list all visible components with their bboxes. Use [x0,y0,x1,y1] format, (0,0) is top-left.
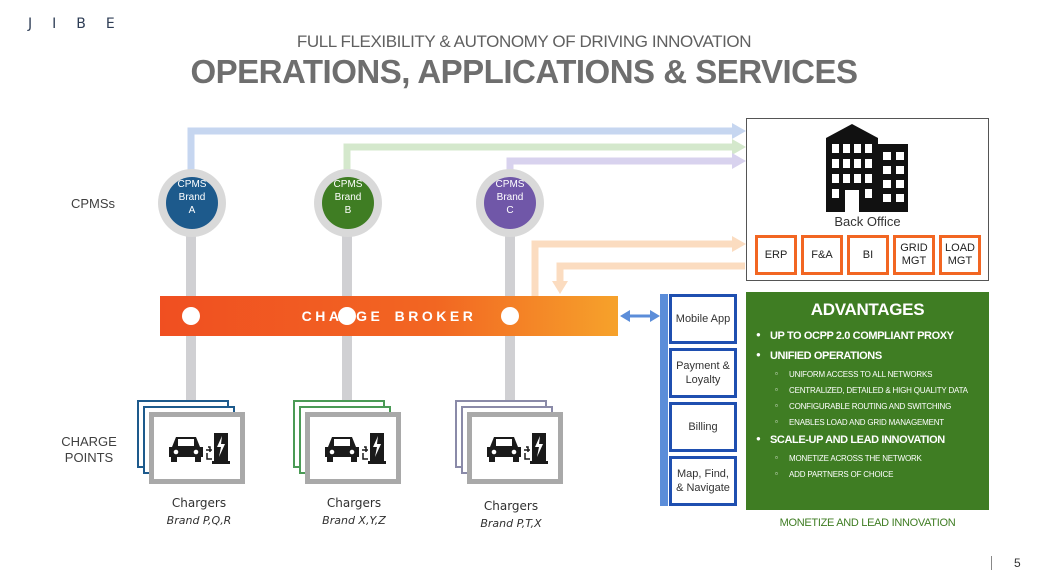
advantage-sub-item: ADD PARTNERS OF CHOICE [775,469,893,479]
charge-broker-bar[interactable] [160,296,618,336]
module-erp[interactable]: ERP [755,235,797,275]
cpms-a-to-backoffice-flow [187,127,734,172]
broker-apps-double-arrow [620,310,660,322]
charger-stack-b[interactable] [293,400,408,490]
arrowhead-green [732,139,746,155]
arrowhead-orange-in [732,236,746,252]
arrowhead-blue [732,123,746,139]
advantages-title: ADVANTAGES [810,300,925,319]
advantage-sub-item: CENTRALIZED, DETAILED & HIGH QUALITY DAT… [775,385,968,395]
charger-name: Chargers [483,499,539,513]
advantage-bullet-scale: SCALE-UP AND LEAD INNOVATION [756,434,945,446]
module-load-mgt[interactable]: LOAD MGT [939,235,981,275]
broker-to-backoffice-flow [531,240,734,296]
charge-points-label-line2: POINTS [64,450,114,465]
cpms-brand-a: CPMS Brand A [166,177,218,229]
charger-name: Chargers [326,496,382,510]
advantage-sub-item: ENABLES LOAD AND GRID MANAGEMENT [775,417,944,427]
charger-stack-a[interactable] [137,400,252,490]
charger-label-a: Chargers Brand P,Q,R [139,495,259,529]
ev-charger-icon [169,433,230,464]
arrowhead-orange-down [552,281,568,294]
charger-brands: Brand P,Q,R [166,514,232,527]
module-grid-mgt[interactable]: GRID MGT [893,235,935,275]
cpms-b-line2: Brand [334,192,362,203]
app-billing[interactable]: Billing [669,402,737,452]
backoffice-to-broker-flow [556,262,745,283]
slide-title: OPERATIONS, APPLICATIONS & SERVICES [190,53,858,90]
charger-stack-c[interactable] [455,400,570,490]
advantage-bullet-ocpp: UP TO OCPP 2.0 COMPLIANT PROXY [756,330,954,342]
charger-card-front [305,412,401,484]
charge-points-row-label: CHARGE POINTS [54,434,124,466]
charger-brands: Brand X,Y,Z [322,514,386,527]
slide-subtitle: FULL FLEXIBILITY & AUTONOMY OF DRIVING I… [296,32,752,51]
charger-card-front [467,412,563,484]
app-mobile[interactable]: Mobile App [669,294,737,344]
cpms-a-line2: Brand [178,192,206,203]
app-map-find-navigate[interactable]: Map, Find, & Navigate [669,456,737,506]
charger-label-c: Chargers Brand P,T,X [451,498,571,532]
broker-node-a [182,307,200,325]
cpms-row-label: CPMSs [70,196,116,211]
cpms-brand-c: CPMS Brand C [484,177,536,229]
cpms-brand-b: CPMS Brand B [322,177,374,229]
cpms-c-to-backoffice-flow [506,157,734,172]
app-payment-loyalty[interactable]: Payment & Loyalty [669,348,737,398]
back-office-label: Back Office [834,214,901,229]
cpms-a-line3: A [188,205,196,216]
arrowhead-purple [732,153,746,169]
advantage-bullet-unified: UNIFIED OPERATIONS [756,350,882,362]
broker-node-b [338,307,356,325]
cpms-c-line2: Brand [496,192,524,203]
ev-charger-icon [325,433,386,464]
jibe-logo: JIBE [28,16,135,32]
charger-brands: Brand P,T,X [480,517,542,530]
cpms-b-to-backoffice-flow [343,143,734,172]
cpms-c-line1: CPMS [495,179,525,190]
ev-charger-icon [487,433,548,464]
page-number: 5 [1014,556,1021,570]
module-bi[interactable]: BI [847,235,889,275]
advantage-sub-item: CONFIGURABLE ROUTING AND SWITCHING [775,401,951,411]
charger-label-b: Chargers Brand X,Y,Z [294,495,414,529]
apps-connector-bar [660,294,668,506]
advantages-tagline: MONETIZE AND LEAD INNOVATION [779,517,956,529]
page-number-separator [991,556,992,570]
charger-name: Chargers [171,496,227,510]
charge-broker-label: CHARGE BROKER [301,308,477,324]
cpms-b-line3: B [344,205,352,216]
charge-points-label-line1: CHARGE [61,434,117,449]
cpms-b-line1: CPMS [333,179,363,190]
cpms-a-line1: CPMS [177,179,207,190]
advantage-sub-item: MONETIZE ACROSS THE NETWORK [775,453,922,463]
broker-node-c [501,307,519,325]
advantage-sub-item: UNIFORM ACCESS TO ALL NETWORKS [775,369,932,379]
cpms-c-line3: C [506,205,514,216]
module-fa[interactable]: F&A [801,235,843,275]
building-icon [826,124,908,212]
charger-card-front [149,412,245,484]
